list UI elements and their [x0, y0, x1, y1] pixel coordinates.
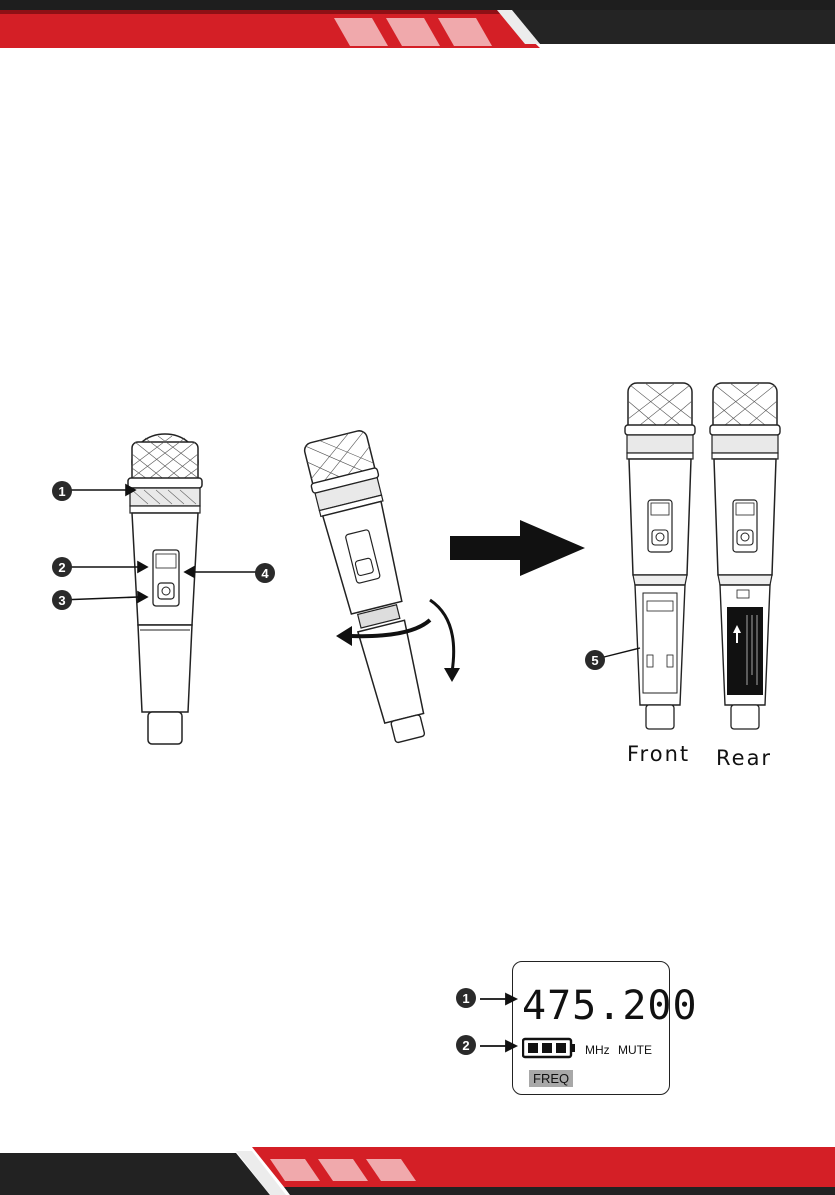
callout-5: 5 — [585, 650, 605, 670]
callout-2: 2 — [52, 557, 72, 577]
microphone-rear-open — [695, 375, 795, 735]
lcd-callout-2: 2 — [456, 1035, 476, 1055]
lcd-arrows — [470, 985, 520, 1055]
rear-label: Rear — [716, 746, 772, 770]
battery-bar — [556, 1043, 566, 1053]
battery-icon — [522, 1037, 578, 1059]
header-band — [0, 0, 835, 48]
lcd-frequency: 475.200 — [522, 983, 698, 1029]
battery-bar — [542, 1043, 552, 1053]
microphone-unscrew-diagram — [280, 410, 480, 750]
lcd-mute: MUTE — [618, 1043, 652, 1057]
callout-4: 4 — [255, 563, 275, 583]
callout-1: 1 — [52, 481, 72, 501]
microphone-front-diagram — [40, 420, 300, 750]
battery-bar — [528, 1043, 538, 1053]
freq-tag: FREQ — [529, 1070, 573, 1087]
callout-3: 3 — [52, 590, 72, 610]
front-label: Front — [627, 742, 690, 766]
lcd-unit: MHz — [585, 1043, 610, 1057]
lcd-callout-1: 1 — [456, 988, 476, 1008]
footer-band — [0, 1147, 835, 1195]
right-arrow — [450, 520, 590, 580]
